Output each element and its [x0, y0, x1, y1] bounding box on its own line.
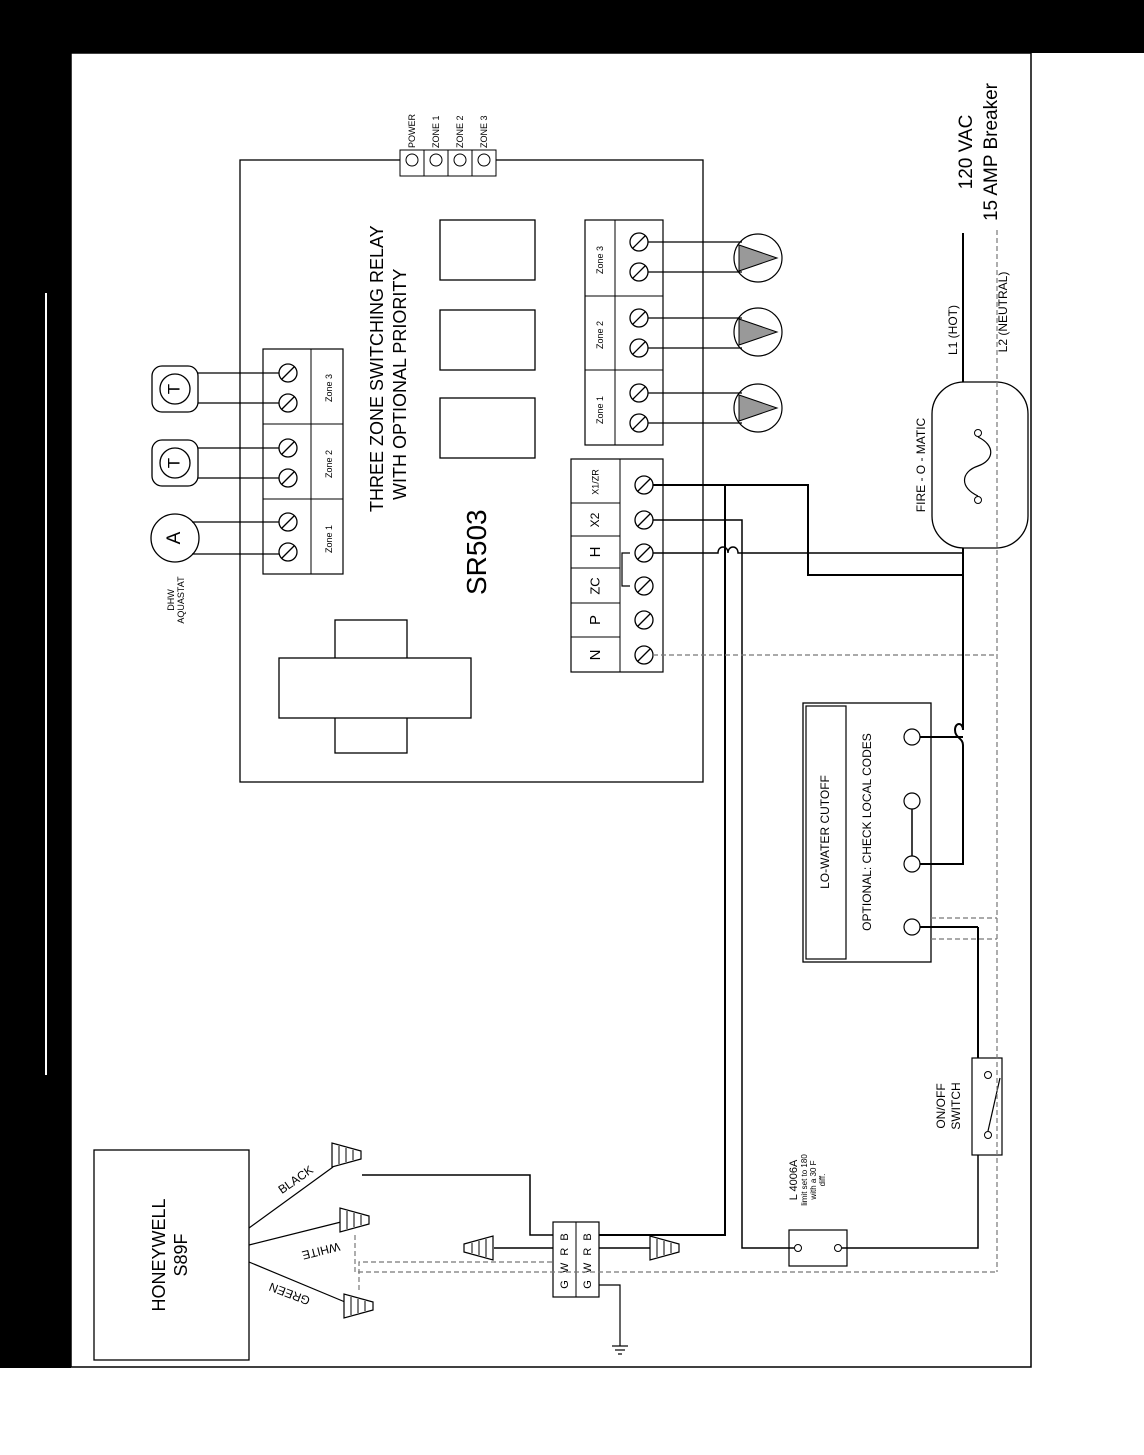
pump-zone1	[733, 383, 783, 433]
wire-nut-right	[649, 1235, 680, 1261]
thermostat-zone3	[151, 365, 199, 413]
fire-o-matic	[931, 381, 1029, 549]
pump-zone3	[733, 233, 783, 283]
wire-nut-green	[343, 1293, 374, 1319]
wire-label-white: WHITE	[301, 1239, 342, 1262]
limit-label-diff: with a 30 F	[809, 1160, 818, 1200]
gwrb-terminal-block	[552, 1221, 600, 1298]
aquastat	[150, 513, 200, 563]
pump-wires	[648, 241, 742, 424]
limit-label-setting: limit set to 180	[800, 1154, 809, 1206]
thermostat-terminal-zone1: Zone 1	[324, 525, 334, 553]
board-subtitle: WITH OPTIONAL PRIORITY	[390, 269, 410, 500]
terminal-n: N	[587, 650, 604, 661]
thermostat-zone3-symbol: T	[164, 384, 183, 394]
control-wiring	[362, 519, 979, 1249]
aquastat-label-dhw: DHW	[166, 589, 176, 611]
honeywell-s89f	[93, 1149, 250, 1361]
terminal-zc: ZC	[587, 577, 602, 594]
wire-label-green: GREEN	[267, 1280, 312, 1308]
switch-label-onoff: ON/OFF	[934, 1083, 948, 1128]
thermostat-terminal-strip	[262, 348, 344, 575]
wire-nut-black	[331, 1142, 362, 1168]
supply-breaker-label: 15 AMP Breaker	[981, 82, 1002, 221]
limit-label-diff2: diff.	[818, 1174, 827, 1187]
limit-label-model: L 4006A	[788, 1159, 800, 1200]
terminal-p: P	[587, 615, 604, 625]
neutral-wiring	[354, 230, 998, 1290]
pump-terminal-zone2: Zone 2	[595, 321, 605, 349]
control-model: S89F	[171, 1233, 191, 1276]
pump-zone2	[733, 307, 783, 357]
pump-terminal-strip	[584, 219, 664, 446]
terminal-x1zr: X1/ZR	[590, 469, 600, 495]
pump-terminal-zone3: Zone 3	[595, 246, 605, 274]
gwrb-row-2: G W R B	[582, 1231, 594, 1288]
supply-voltage-label: 120 VAC	[956, 115, 977, 190]
top-black-band	[0, 0, 1144, 53]
lwco-title: LO-WATER CUTOFF	[818, 775, 832, 889]
led-label-zone2: ZONE 2	[455, 115, 465, 148]
page-frame	[70, 52, 1032, 1368]
led-label-zone3: ZONE 3	[479, 115, 489, 148]
s89f-leads	[248, 1166, 346, 1303]
thermostat-terminal-zone2: Zone 2	[324, 450, 334, 478]
thermostat-zone2-symbol: T	[164, 458, 183, 468]
terminal-h: H	[587, 547, 604, 558]
left-white-rule	[45, 293, 47, 1075]
relay-1	[439, 219, 536, 281]
thermostat-terminal-zone3: Zone 3	[324, 374, 334, 402]
wire-nut-left	[463, 1235, 494, 1261]
transformer	[278, 619, 472, 754]
main-terminal-strip	[570, 458, 664, 673]
aquastat-symbol: A	[164, 531, 185, 544]
led-label-zone1: ZONE 1	[431, 115, 441, 148]
led-label-power: POWER	[407, 113, 417, 148]
hot-wiring	[599, 233, 979, 1236]
lo-water-cutoff	[802, 702, 932, 963]
led-indicators	[399, 149, 497, 177]
l2-neutral-label: L2 (NEUTRAL)	[996, 272, 1010, 353]
l1-hot-label: L1 (HOT)	[946, 305, 960, 355]
ground-symbol	[599, 1284, 628, 1355]
terminal-x2: X2	[588, 512, 602, 527]
pump-terminal-zone1: Zone 1	[595, 396, 605, 424]
gwrb-row-1: G W R B	[559, 1231, 571, 1288]
aquastat-label-aquastat: AQUASTAT	[176, 576, 186, 624]
left-black-band	[0, 53, 71, 1368]
relay-2	[439, 309, 536, 371]
wire-label-black: BLACK	[276, 1163, 316, 1197]
board-title: THREE ZONE SWITCHING RELAY	[367, 225, 387, 512]
limit-switch-l4006a	[788, 1229, 848, 1267]
switch-label-switch: SWITCH	[949, 1082, 963, 1129]
control-name: HONEYWELL	[149, 1198, 169, 1311]
thermostat-wires	[192, 372, 279, 555]
thermostat-zone2	[151, 439, 199, 487]
lwco-note: OPTIONAL: CHECK LOCAL CODES	[860, 733, 874, 931]
relay-3	[439, 397, 536, 459]
model-label: SR503	[461, 509, 492, 595]
fire-o-matic-label: FIRE - O - MATIC	[914, 417, 928, 512]
wire-nut-white	[339, 1207, 370, 1233]
